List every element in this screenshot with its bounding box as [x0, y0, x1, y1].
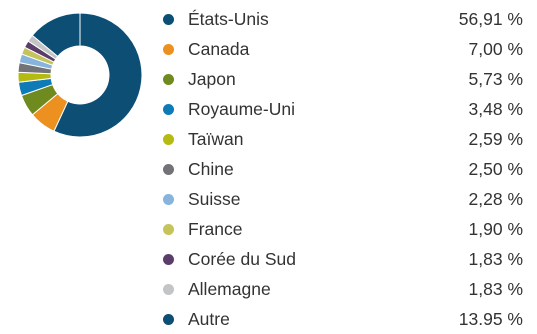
- legend-value: 2,28 %: [468, 189, 523, 209]
- legend-swatch: [163, 164, 174, 175]
- legend-item: Chine 2,50 %: [163, 154, 523, 184]
- legend-value: 7,00 %: [468, 39, 523, 59]
- legend-label: Autre: [188, 309, 230, 329]
- legend-value: 1,83 %: [468, 279, 523, 299]
- legend-swatch: [163, 134, 174, 145]
- chart-legend: États-Unis 56,91 % Canada 7,00 % Japon 5,73 %…: [163, 4, 523, 334]
- legend-item: Canada 7,00 %: [163, 34, 523, 64]
- donut-slice-0: [53, 12, 143, 138]
- legend-value: 13.95 %: [458, 309, 523, 329]
- legend-label: Chine: [188, 159, 234, 179]
- legend-item: Autre 13.95 %: [163, 304, 523, 334]
- legend-swatch: [163, 74, 174, 85]
- legend-value: 5,73 %: [468, 69, 523, 89]
- legend-swatch: [163, 194, 174, 205]
- legend-label: Royaume-Uni: [188, 99, 295, 119]
- legend-label: Taïwan: [188, 129, 244, 149]
- legend-swatch: [163, 314, 174, 325]
- legend-swatch: [163, 224, 174, 235]
- donut-slice-10: [31, 12, 81, 58]
- legend-item: États-Unis 56,91 %: [163, 4, 523, 34]
- legend-label: Corée du Sud: [188, 249, 296, 269]
- legend-value: 56,91 %: [458, 9, 523, 29]
- legend-item: Suisse 2,28 %: [163, 184, 523, 214]
- legend-swatch: [163, 254, 174, 265]
- legend-item: Royaume-Uni 3,48 %: [163, 94, 523, 124]
- legend-label: Allemagne: [188, 279, 271, 299]
- donut-chart: [17, 12, 143, 138]
- legend-item: Corée du Sud 1,83 %: [163, 244, 523, 274]
- legend-label: États-Unis: [188, 9, 269, 29]
- legend-label: Japon: [188, 69, 236, 89]
- legend-label: Canada: [188, 39, 250, 59]
- legend-value: 1,83 %: [468, 249, 523, 269]
- legend-swatch: [163, 104, 174, 115]
- legend-value: 3,48 %: [468, 99, 523, 119]
- legend-item: Japon 5,73 %: [163, 64, 523, 94]
- legend-item: Taïwan 2,59 %: [163, 124, 523, 154]
- legend-value: 2,59 %: [468, 129, 523, 149]
- legend-value: 1,90 %: [468, 219, 523, 239]
- legend-value: 2,50 %: [468, 159, 523, 179]
- legend-item: France 1,90 %: [163, 214, 523, 244]
- legend-label: France: [188, 219, 243, 239]
- legend-swatch: [163, 14, 174, 25]
- legend-swatch: [163, 284, 174, 295]
- legend-item: Allemagne 1,83 %: [163, 274, 523, 304]
- legend-label: Suisse: [188, 189, 241, 209]
- legend-swatch: [163, 44, 174, 55]
